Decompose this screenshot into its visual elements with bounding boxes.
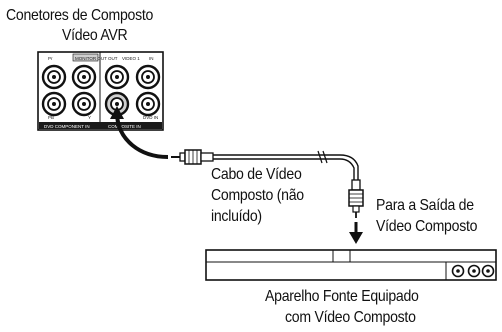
rca-jack-top-1 <box>41 64 67 90</box>
dvd-in-label: DVD IN <box>143 115 158 120</box>
rca-jack-bottom-4 <box>135 91 161 117</box>
connection-arrow <box>110 106 169 159</box>
panel-label-bar <box>39 122 162 129</box>
source-device-label-line1: Aparelho Fonte Equipado <box>265 288 419 305</box>
monitor-out-label: MONITOR OUT <box>75 56 107 61</box>
rca-plug-right <box>348 179 364 218</box>
cable-label-line2: Composto (não <box>211 187 304 204</box>
rca-jack-top-4 <box>135 64 161 90</box>
output-label-line1: Para a Saída de <box>376 197 474 214</box>
rca-jack-bottom-2 <box>71 91 97 117</box>
source-device-label-line2: com Vídeo Composto <box>285 309 416 326</box>
output-label-line2: Vídeo Composto <box>376 218 478 235</box>
composite-video-cable <box>213 150 359 180</box>
cable-label-line1: Cabo de Vídeo <box>211 166 302 183</box>
rca-jack-top-3 <box>104 64 130 90</box>
pb-label: PB <box>48 115 54 120</box>
dvd-component-in-label: DVD COMPONENT IN <box>44 124 90 129</box>
down-arrow <box>349 222 363 244</box>
rca-jack-top-2 <box>71 64 97 90</box>
video1-label: VIDEO 1 <box>122 56 140 61</box>
composite-in-label: COMPOSITE IN <box>108 124 141 129</box>
device-composite-out-jack <box>467 264 481 278</box>
monitor-out-label-box <box>72 53 99 62</box>
y-label: Y <box>88 115 91 120</box>
avr-connectors-title-line2: Vídeo AVR <box>62 27 128 44</box>
avr-connectors-title-line1: Conetores de Composto <box>6 7 154 24</box>
rca-jack-bottom-1 <box>41 91 67 117</box>
avr-connector-panel: Pr MONITOR OUT OUT VIDEO 1 IN PB Y DVD I… <box>37 51 164 131</box>
device-jack-3 <box>481 264 495 278</box>
pr-label: Pr <box>48 56 53 61</box>
cable-label-line3: incluído) <box>211 208 262 225</box>
out-label: OUT <box>108 56 118 61</box>
rca-plug-left <box>171 149 214 165</box>
source-device <box>205 249 497 281</box>
in-label: IN <box>149 56 154 61</box>
device-jack-1 <box>451 264 465 278</box>
